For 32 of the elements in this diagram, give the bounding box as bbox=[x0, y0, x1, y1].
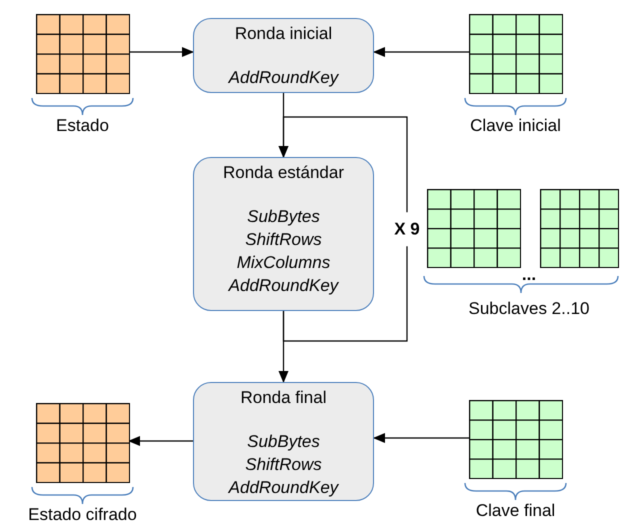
matrix-grid bbox=[36, 14, 130, 94]
operation-name: ShiftRows bbox=[245, 454, 322, 476]
arrow bbox=[373, 433, 469, 443]
arrow bbox=[129, 47, 194, 57]
round-title: Ronda estándar bbox=[223, 162, 344, 184]
grid-caption: Estado cifrado bbox=[28, 505, 137, 524]
matrix-grid bbox=[469, 14, 564, 94]
grid-caption: Clave final bbox=[476, 501, 556, 520]
round-box bbox=[193, 382, 374, 501]
arrow bbox=[128, 436, 193, 446]
round-box bbox=[193, 157, 374, 311]
matrix-grid bbox=[469, 400, 564, 480]
operation-name: ShiftRows bbox=[245, 229, 322, 251]
operation-name: MixColumns bbox=[236, 252, 330, 274]
arrow bbox=[278, 311, 288, 383]
operation-name: SubBytes bbox=[247, 431, 320, 453]
round-box bbox=[193, 18, 374, 93]
operation-name: AddRoundKey bbox=[228, 275, 338, 297]
arrow bbox=[278, 116, 408, 342]
operation-name: SubBytes bbox=[247, 206, 320, 228]
subkeys-caption: Subclaves 2..10 bbox=[468, 298, 590, 320]
matrix-grid bbox=[36, 403, 130, 484]
operation-name: AddRoundKey bbox=[228, 477, 338, 499]
matrix-grid bbox=[427, 189, 522, 268]
matrix-grid bbox=[540, 189, 620, 268]
grid-caption: Clave inicial bbox=[470, 116, 561, 135]
grid-caption: Estado bbox=[56, 116, 109, 135]
round-title: Ronda inicial bbox=[234, 23, 332, 45]
ellipsis-text: ... bbox=[522, 264, 536, 286]
operation-name: AddRoundKey bbox=[228, 67, 338, 89]
arrow bbox=[373, 47, 469, 57]
round-title: Ronda final bbox=[240, 387, 326, 409]
